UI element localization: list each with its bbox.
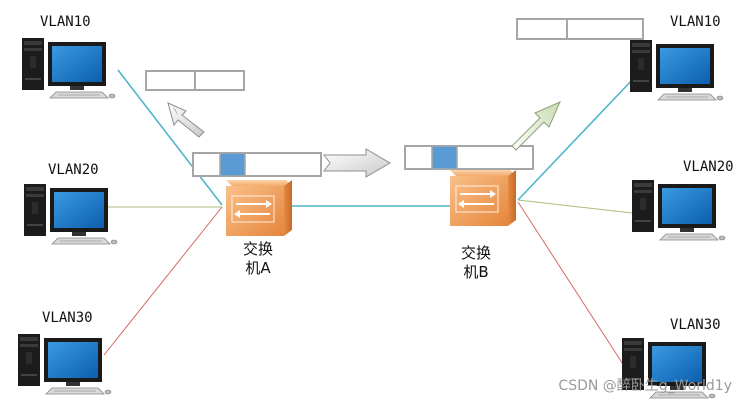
switch-a-label: 交换 机A xyxy=(238,240,278,278)
switch-a-label-line2: 机A xyxy=(245,259,271,277)
switch-b-label-line1: 交换 xyxy=(460,244,491,262)
link-b-vlan10 xyxy=(517,77,635,201)
arrow-trunk xyxy=(323,148,391,178)
label-right-vlan20: VLAN20 xyxy=(683,159,734,175)
label-left-vlan30: VLAN30 xyxy=(42,310,93,326)
link-b-vlan20 xyxy=(517,199,633,214)
pc-left-vlan30 xyxy=(17,333,112,395)
tagged-frame-b xyxy=(404,145,534,170)
label-left-vlan10: VLAN10 xyxy=(40,14,91,30)
link-b-vlan30 xyxy=(517,201,629,373)
switch-a xyxy=(225,179,293,237)
switch-b-label: 交换 机B xyxy=(456,244,496,282)
pc-right-vlan20 xyxy=(631,179,726,241)
label-right-vlan30: VLAN30 xyxy=(670,317,721,333)
switch-b-label-line2: 机B xyxy=(463,263,489,281)
pc-left-vlan20 xyxy=(23,183,118,245)
link-a-vlan30 xyxy=(103,206,223,356)
untagged-frame-left xyxy=(145,70,245,91)
label-right-vlan10: VLAN10 xyxy=(670,14,721,30)
tagged-frame-a xyxy=(192,152,322,177)
switch-b xyxy=(449,169,517,227)
untagged-frame-right xyxy=(516,18,644,40)
switch-a-label-line1: 交换 xyxy=(242,240,273,258)
pc-right-vlan10 xyxy=(629,39,724,101)
arrow-into-switch-a xyxy=(167,102,205,138)
label-left-vlan20: VLAN20 xyxy=(48,162,99,178)
arrow-out-switch-b xyxy=(511,101,561,151)
watermark: CSDN @醉卧生g_World1y xyxy=(558,378,732,394)
pc-left-vlan10 xyxy=(21,37,116,99)
link-a-vlan10 xyxy=(117,69,223,206)
